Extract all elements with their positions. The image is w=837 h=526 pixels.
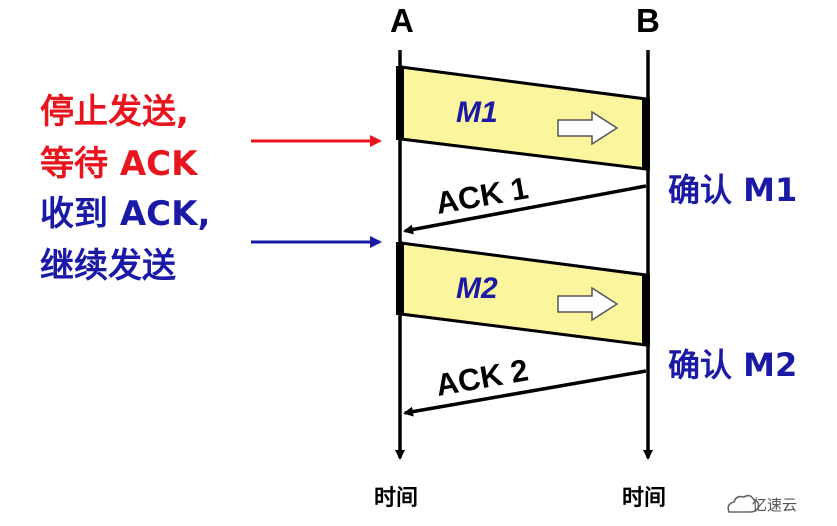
frame-m2-band — [399, 241, 648, 347]
node-b-label: B — [636, 2, 660, 39]
watermark-cloud-icon — [727, 494, 760, 513]
stop-wait-note-line-2: 等待 ACK — [40, 144, 198, 184]
receive-continue-note-line-2: 继续发送 — [40, 246, 176, 286]
frame-m1-label: M1 — [456, 96, 498, 129]
node-a-label: A — [390, 2, 414, 39]
frame-m1-band — [399, 65, 648, 171]
confirm-m2-label: 确认 M2 — [668, 346, 798, 384]
ack2-arrow — [403, 369, 647, 417]
frame-m2-label: M2 — [456, 272, 498, 305]
stop-wait-note-line-1: 停止发送, — [40, 92, 189, 132]
ack1-arrow — [403, 184, 647, 235]
watermark-text: 亿速云 — [752, 496, 798, 514]
frame-m1-direction-arrow-icon — [557, 110, 619, 146]
frame-m2-direction-arrow-icon — [557, 286, 619, 322]
confirm-m1-label: 确认 M1 — [668, 171, 798, 209]
time-axis-label-a: 时间 — [374, 486, 419, 511]
stop-wait-note: 停止发送, 等待 ACK — [40, 86, 197, 190]
ack1-label: ACK 1 — [433, 170, 531, 221]
time-axis-label-b: 时间 — [622, 486, 667, 511]
receive-continue-note: 收到 ACK, 继续发送 — [40, 188, 210, 292]
receive-continue-note-line-1: 收到 ACK, — [40, 194, 211, 234]
